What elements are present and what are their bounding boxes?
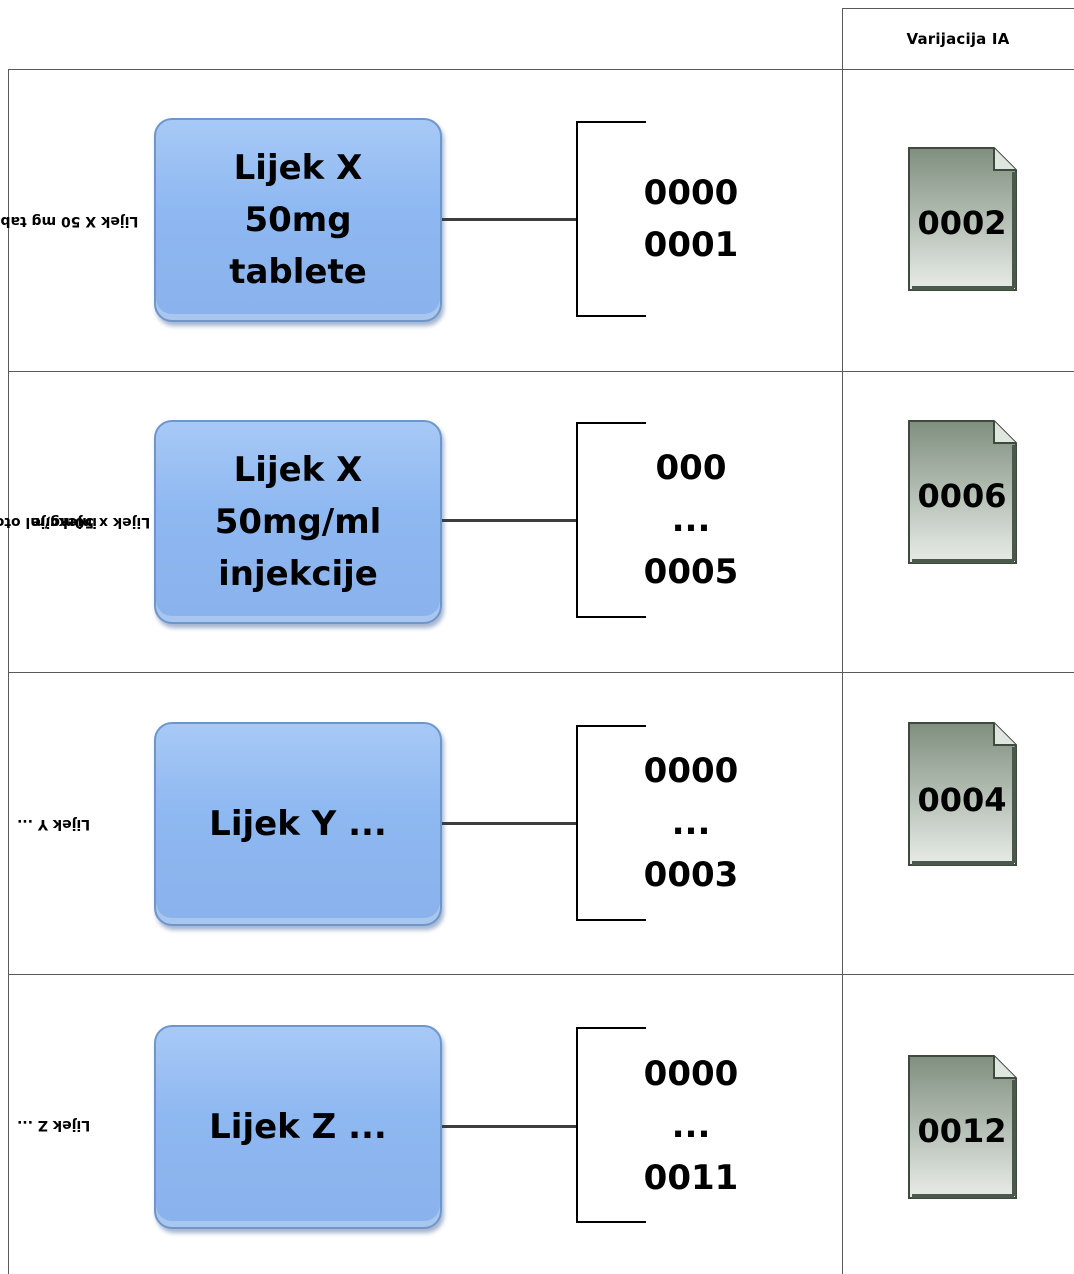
row-divider xyxy=(8,371,1074,372)
document-icon: 0012 xyxy=(906,1054,1018,1200)
row-label: Lijek x 50mg/ml otopina za injekcije xyxy=(0,372,150,672)
connector-line xyxy=(442,1125,578,1128)
sequence-number: 0000 xyxy=(643,1054,739,1094)
sequence-number: 0000 xyxy=(643,173,739,213)
table-border-left xyxy=(8,69,9,1274)
row-label-line: Lijek Z ... xyxy=(17,1116,91,1133)
row-label-line: Lijek X 50 mg tablete xyxy=(0,212,139,229)
drug-box: Lijek X 50mg tablete xyxy=(154,118,442,322)
sequence-number: 0003 xyxy=(643,855,739,895)
variation-column-header: Varijacija IA xyxy=(906,30,1010,48)
row-label: Lijek Z ... xyxy=(8,975,100,1274)
document-icon: 0004 xyxy=(906,721,1018,867)
sequence-number: 0011 xyxy=(643,1158,739,1198)
sequence-bracket xyxy=(576,725,646,921)
drug-box: Lijek X 50mg/ml injekcije xyxy=(154,420,442,624)
sequence-bracket xyxy=(576,422,646,618)
document-icon: 0006 xyxy=(906,419,1018,565)
drug-name-line: 50mg/ml xyxy=(214,502,382,542)
table-column-divider xyxy=(842,8,843,1274)
drug-name-line: Lijek Y ... xyxy=(209,804,387,844)
variation-number: 0012 xyxy=(917,1112,1007,1150)
sequence-list: 0000 0001 xyxy=(618,121,764,317)
drug-box: Lijek Y ... xyxy=(154,722,442,926)
row-divider xyxy=(8,974,1074,975)
variation-number: 0004 xyxy=(917,781,1007,819)
sequence-ellipsis: ... xyxy=(671,803,711,843)
drug-box: Lijek Z ... xyxy=(154,1025,442,1229)
sequence-number: 0000 xyxy=(643,751,739,791)
row-label-line: injekcije xyxy=(31,514,97,530)
sequence-list: 0000 ... 0011 xyxy=(618,1024,764,1228)
sequence-number: 000 xyxy=(655,448,727,488)
row-label: Lijek Y ... xyxy=(8,673,100,974)
sequence-ellipsis: ... xyxy=(671,1106,711,1146)
connector-line xyxy=(442,218,578,221)
sequence-bracket xyxy=(576,121,646,317)
sequence-list: 0000 ... 0003 xyxy=(618,722,764,924)
drug-name-line: Lijek Z ... xyxy=(209,1107,387,1147)
connector-line xyxy=(442,822,578,825)
header-top-border xyxy=(842,8,1074,9)
drug-name-line: injekcije xyxy=(218,554,378,594)
table-top-border xyxy=(8,69,1074,70)
document-icon: 0002 xyxy=(906,146,1018,292)
variation-number: 0002 xyxy=(917,204,1007,242)
row-label-line: Lijek Y ... xyxy=(17,815,91,832)
drug-name-line: Lijek X xyxy=(233,450,363,490)
sequence-bracket xyxy=(576,1027,646,1223)
sequence-list: 000 ... 0005 xyxy=(618,422,764,618)
drug-name-line: Lijek X 50mg xyxy=(233,148,363,240)
sequence-ellipsis: ... xyxy=(671,500,711,540)
sequence-number: 0001 xyxy=(643,225,739,265)
row-label: Lijek X 50 mg tablete xyxy=(0,70,138,371)
connector-line xyxy=(442,519,578,522)
drug-name-line: tablete xyxy=(229,252,367,292)
sequence-number: 0005 xyxy=(643,552,739,592)
row-divider xyxy=(8,672,1074,673)
variation-number: 0006 xyxy=(917,477,1007,515)
